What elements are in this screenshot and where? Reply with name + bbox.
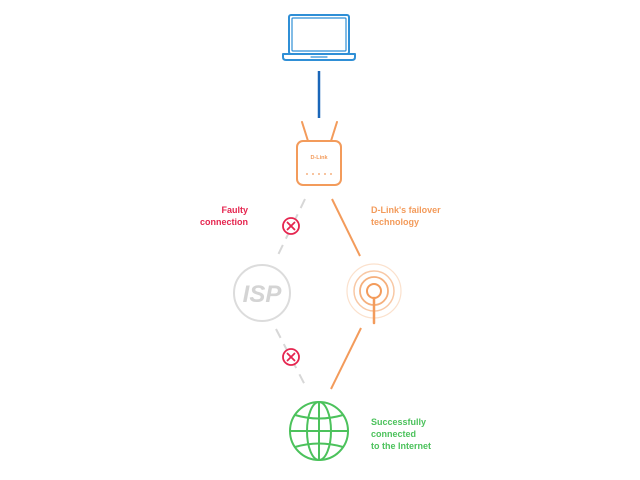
router-brand-label: D-Link — [310, 155, 328, 161]
laptop-icon — [282, 14, 356, 61]
globe-icon — [289, 401, 349, 461]
tower-globe-link — [330, 327, 362, 390]
isp-icon: ISP — [233, 264, 291, 322]
isp-label: ISP — [243, 281, 283, 308]
cellular-tower-icon — [346, 263, 402, 325]
error-x-icon — [282, 348, 300, 366]
success-connected-label: Successfully connected to the Internet — [371, 417, 431, 451]
error-x-icon — [282, 217, 300, 235]
router-tower-link — [331, 198, 361, 257]
router-icon — [296, 121, 342, 186]
failover-technology-label: D-Link's failover technology — [371, 205, 441, 227]
isp-globe-link — [275, 328, 308, 390]
faulty-connection-label: Faulty connection — [199, 205, 248, 227]
router-isp-link — [277, 198, 306, 256]
